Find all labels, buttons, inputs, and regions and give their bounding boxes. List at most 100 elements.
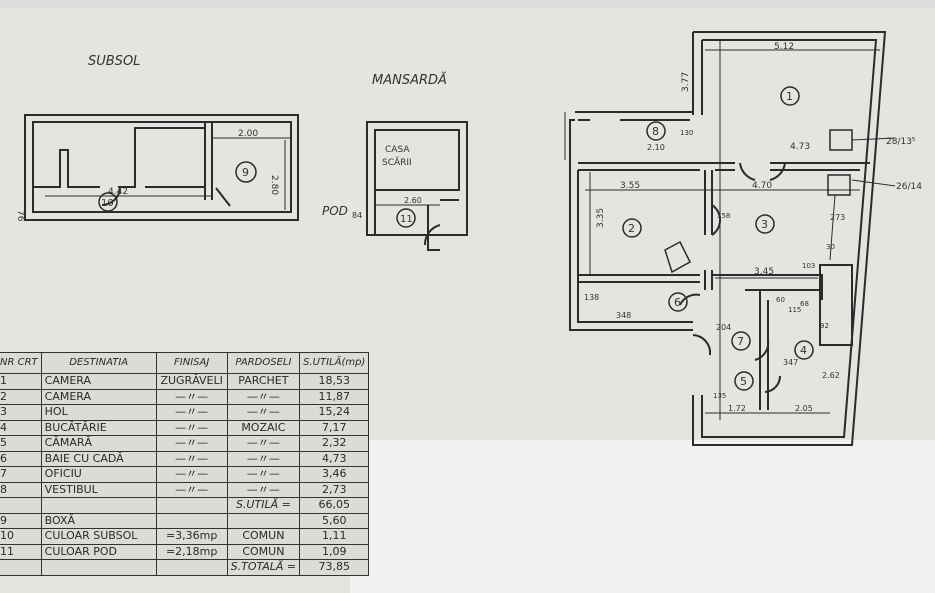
cell-finisaj: —〃— (155, 435, 228, 452)
room-number: 4 (800, 344, 807, 357)
cell-nr: 2 (0, 388, 42, 405)
cell-suprafata: 7,17 (299, 419, 370, 436)
cell-finisaj: —〃— (155, 404, 228, 421)
dim: 3.55 (620, 181, 640, 191)
cell-nr: 11 (0, 543, 42, 560)
cell-destinatia: OFICIU (40, 466, 157, 483)
header-pardoseli: PARDOSELI (226, 352, 301, 374)
label: CASA (385, 145, 410, 155)
cell-finisaj: —〃— (155, 419, 228, 436)
cell-pardoseli (226, 512, 301, 529)
dim: 3.45 (754, 267, 774, 277)
cell-suprafata: 4,73 (299, 450, 370, 467)
dim: 2.80 (269, 175, 279, 195)
cell-suprafata: 2,73 (299, 481, 370, 498)
dim: 135 (713, 392, 726, 400)
cell-suprafata: 2,32 (299, 435, 370, 452)
room-number: 2 (628, 222, 635, 235)
dim: 2.62 (822, 371, 840, 380)
table-header: NR CRT DESTINATIA FINISAJ PARDOSELI S.UT… (0, 352, 370, 374)
header-finisaj: FINISAJ (155, 352, 228, 374)
dim: 2.60 (404, 196, 422, 205)
surface-table: NR CRT DESTINATIA FINISAJ PARDOSELI S.UT… (0, 352, 370, 576)
cell-pardoseli: —〃— (226, 450, 301, 467)
cell-nr: 4 (0, 419, 42, 436)
header-destinatia: DESTINATIA (40, 352, 157, 374)
cell-pardoseli: COMUN (226, 543, 301, 560)
dim: 3.35 (596, 208, 606, 228)
room-number: 11 (400, 214, 413, 225)
dim: 26/14 (896, 182, 922, 192)
dim: 273 (830, 213, 845, 222)
room-number: 7 (737, 335, 744, 348)
dim: 76 (15, 210, 25, 222)
subtotal-value: 66,05 (299, 497, 370, 514)
paper-overlay (350, 440, 935, 593)
cell-pardoseli: —〃— (226, 466, 301, 483)
dim: 2.00 (238, 129, 258, 139)
paper-edge (0, 0, 935, 8)
dim: 5.12 (774, 42, 794, 52)
dim: 348 (616, 311, 631, 320)
cell-destinatia: CĂMARĂ (40, 435, 157, 452)
title-subsol: SUBSOL (88, 54, 140, 69)
cell-destinatia: BAIE CU CADĂ (40, 450, 157, 467)
room-number: 8 (652, 125, 659, 138)
room-number: 1 (786, 90, 793, 103)
label: SCĂRII (382, 156, 412, 168)
label-pod: POD (322, 204, 348, 218)
dim: 347 (783, 358, 798, 367)
cell-pardoseli: PARCHET (226, 373, 301, 390)
cell-nr: 1 (0, 373, 42, 390)
dim: 68 (800, 300, 809, 308)
cell-finisaj: —〃— (155, 466, 228, 483)
cell-nr: 9 (0, 512, 42, 529)
subsol-plan (24, 114, 299, 221)
cell-nr: 6 (0, 450, 42, 467)
cell-nr: 5 (0, 435, 42, 452)
cell-pardoseli: MOZAIC (226, 419, 301, 436)
cell-pardoseli: —〃— (226, 435, 301, 452)
cell-destinatia: BUCĂTĂRIE (40, 419, 157, 436)
dim: 130 (680, 129, 693, 137)
cell-nr: 3 (0, 404, 42, 421)
cell-suprafata: 3,46 (299, 466, 370, 483)
cell-destinatia: CAMERA (40, 388, 157, 405)
dim: 4.70 (752, 181, 772, 191)
total-value: 73,85 (299, 559, 370, 576)
cell-pardoseli: —〃— (226, 388, 301, 405)
cell-suprafata: 1,09 (299, 543, 370, 560)
cell-nr: 8 (0, 481, 42, 498)
cell-destinatia: CAMERA (40, 373, 157, 390)
cell-suprafata: 18,53 (299, 373, 370, 390)
mansarda-plan (366, 121, 468, 251)
total-label: S.TOTALĂ = (226, 559, 301, 576)
cell-nr: 10 (0, 528, 42, 545)
dim: 204 (716, 323, 731, 332)
total-row: S.TOTALĂ = 73,85 (0, 559, 370, 576)
cell-destinatia: BOXĂ (40, 512, 157, 529)
title-mansarda: MANSARDĂ (372, 72, 447, 88)
cell-destinatia: CULOAR SUBSOL (40, 528, 157, 545)
room-number: 3 (761, 218, 768, 231)
room-number: 10 (101, 198, 114, 209)
cell-finisaj: —〃— (155, 450, 228, 467)
cell-finisaj: =2,18mp (155, 543, 228, 560)
cell-pardoseli: —〃— (226, 481, 301, 498)
cell-suprafata: 5,60 (299, 512, 370, 529)
header-nr: NR CRT (0, 352, 42, 374)
dim: 138 (584, 293, 599, 302)
dim: 2.05 (795, 404, 813, 413)
cell-nr: 7 (0, 466, 42, 483)
cell-suprafata: 1,11 (299, 528, 370, 545)
cell-destinatia: HOL (40, 404, 157, 421)
